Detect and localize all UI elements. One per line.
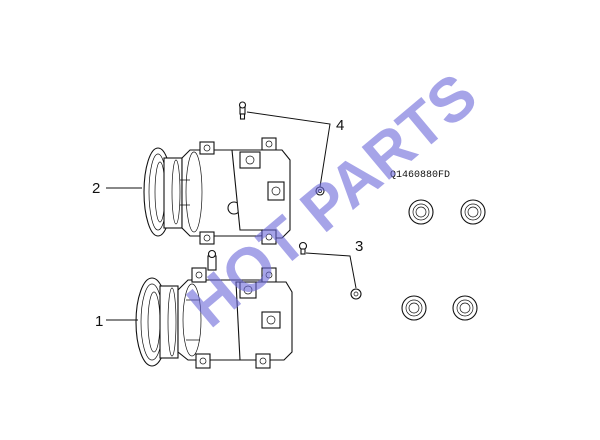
callout-2: 2 [92, 180, 100, 197]
callout-1: 1 [95, 313, 103, 330]
compressor-upper [143, 137, 291, 245]
leader-line-4 [246, 111, 331, 188]
bolt-part-3 [298, 241, 308, 255]
bolt-part-4 [238, 101, 247, 120]
callout-4: 4 [336, 117, 344, 134]
callout-3: 3 [355, 238, 363, 255]
nut-part-3 [350, 288, 362, 300]
part-code-label: Q1460880FD [390, 170, 450, 181]
fitting-set [401, 199, 486, 321]
compressor-lower [135, 249, 293, 369]
leader-line-3 [305, 252, 357, 289]
